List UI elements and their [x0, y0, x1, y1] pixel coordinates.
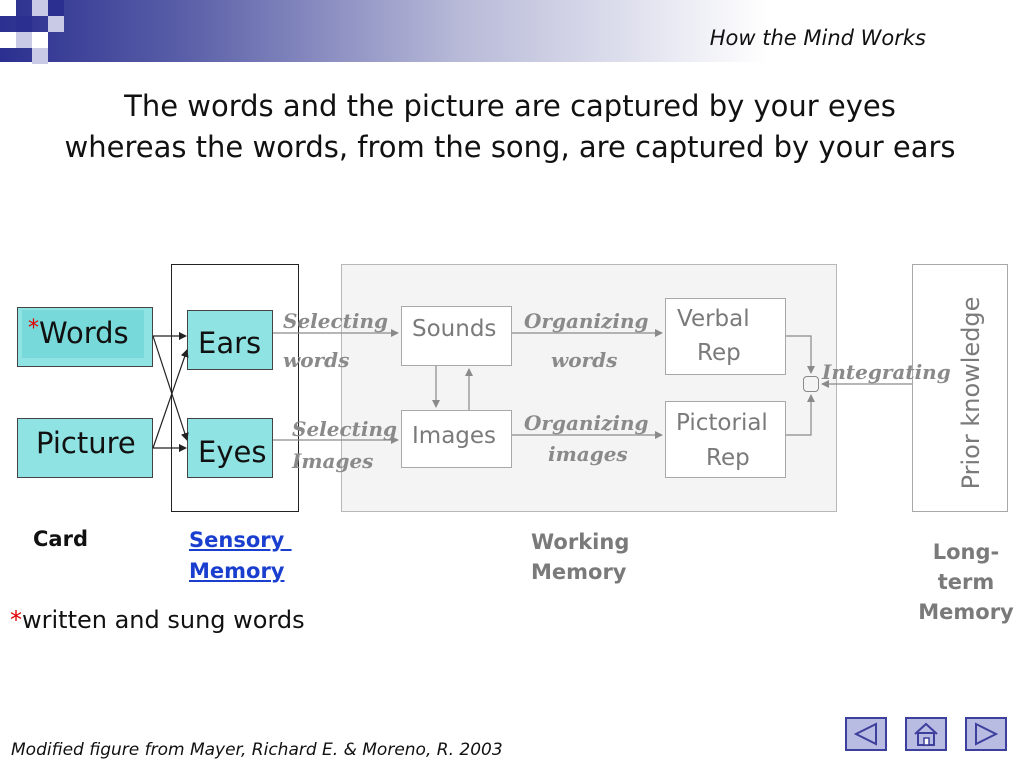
footnote: *written and sung words	[10, 606, 305, 634]
working-memory-caption-1: Working	[531, 530, 630, 554]
organizing-words-label-2: words	[551, 348, 618, 372]
card-caption: Card	[33, 527, 88, 551]
prior-knowledge-label: Prior knowledge	[957, 296, 985, 490]
eyes-box	[187, 418, 273, 478]
pictorial-rep-label-1: Pictorial	[676, 410, 768, 436]
integrating-label: Integrating	[822, 360, 951, 384]
pictorial-rep-label-2: Rep	[706, 445, 750, 471]
forward-button[interactable]	[965, 717, 1007, 751]
words-box-inner	[22, 310, 144, 358]
triangle-left-icon	[853, 722, 877, 746]
selecting-images-label-2: Images	[292, 449, 374, 473]
verbal-rep-label-1: Verbal	[677, 306, 750, 332]
selecting-words-label-1: Selecting	[283, 309, 389, 333]
eyes-label: Eyes	[198, 435, 267, 469]
header-band	[0, 0, 1024, 62]
long-term-memory-caption-2: term	[937, 570, 995, 594]
words-text: Words	[39, 316, 129, 350]
footnote-asterisk: *	[10, 606, 22, 634]
ears-box	[187, 310, 273, 370]
prior-knowledge-box	[912, 264, 1008, 512]
words-asterisk: *	[28, 316, 39, 341]
selecting-images-label-1: Selecting	[292, 417, 398, 441]
home-icon	[914, 722, 938, 746]
long-term-memory-caption-3: Memory	[918, 600, 1014, 624]
footnote-text: written and sung words	[22, 606, 305, 634]
pictorial-rep-box	[665, 401, 786, 478]
integrating-node	[803, 376, 819, 392]
organizing-images-label-2: images	[548, 442, 628, 466]
verbal-rep-label-2: Rep	[697, 340, 741, 366]
sounds-box	[401, 306, 512, 366]
words-label: *Words	[28, 316, 129, 350]
header-title: How the Mind Works	[709, 26, 926, 50]
selecting-words-label-2: words	[283, 348, 350, 372]
verbal-rep-box	[665, 298, 786, 375]
long-term-memory-caption: Long- term Memory	[918, 537, 1014, 627]
triangle-right-icon	[975, 722, 999, 746]
images-label: Images	[412, 423, 497, 449]
organizing-words-label-1: Organizing	[524, 309, 649, 333]
picture-label: Picture	[36, 426, 136, 460]
sounds-label: Sounds	[412, 316, 497, 342]
slide-title: The words and the picture are captured b…	[64, 89, 956, 164]
organizing-images-label-1: Organizing	[524, 411, 649, 435]
home-button[interactable]	[905, 717, 947, 751]
ears-label: Ears	[198, 326, 262, 360]
images-box	[401, 410, 512, 468]
back-button[interactable]	[845, 717, 887, 751]
source-citation: Modified figure from Mayer, Richard E. &…	[11, 740, 503, 760]
sensory-memory-link-line2: Memory	[189, 559, 285, 583]
working-memory-caption: Working Memory	[531, 527, 629, 587]
long-term-memory-caption-1: Long-	[932, 540, 1000, 564]
sensory-memory-link-line1: Sensory	[189, 528, 292, 552]
sensory-memory-link[interactable]: Sensory Memory	[189, 525, 292, 587]
working-memory-caption-2: Memory	[531, 560, 627, 584]
